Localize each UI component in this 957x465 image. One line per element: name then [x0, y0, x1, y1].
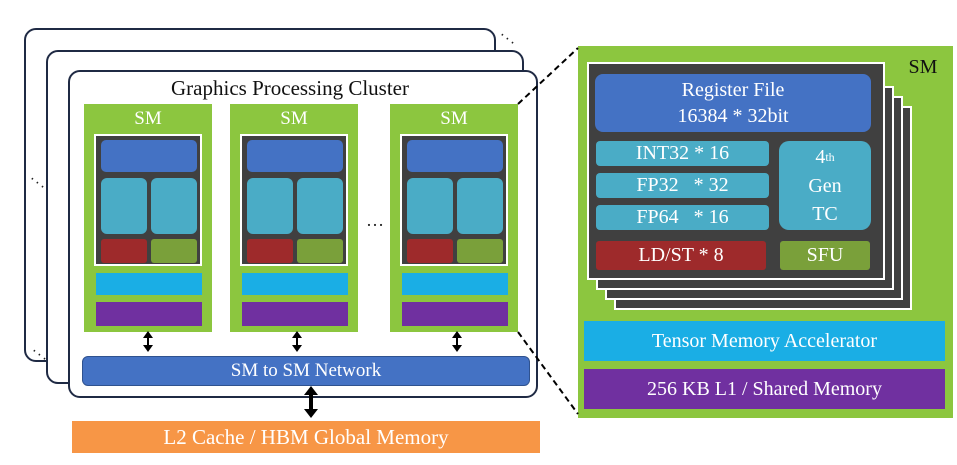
register-file-size: 16384 * 32bit — [677, 104, 789, 127]
sm-column-2-register-block — [247, 140, 343, 172]
sm-column-3-ldst-block — [407, 239, 453, 263]
sm-column-2-l1-bar — [242, 302, 348, 326]
sm-column-1-unit-left — [101, 178, 147, 234]
sm-column-1-register-block — [101, 140, 197, 172]
stack-ellipsis-top: ··· — [495, 27, 521, 53]
l2-cache-bar: L2 Cache / HBM Global Memory — [72, 421, 540, 453]
tensor-memory-accelerator: Tensor Memory Accelerator — [584, 321, 945, 361]
sm-column-2-label: SM — [280, 108, 308, 129]
fp32-unit-label: FP32 * 32 — [636, 174, 729, 196]
gpc-title: Graphics Processing Cluster — [171, 75, 409, 100]
sm-column-3-sfu-block — [457, 239, 503, 263]
sm-column-3-unit-left — [407, 178, 453, 234]
tensor-core-gen-digit: 4 — [815, 145, 826, 168]
sm-column-1-l1-bar — [96, 302, 202, 326]
sm-column-2-ldst-block — [247, 239, 293, 263]
sfu-unit: SFU — [780, 241, 870, 270]
sm-column-2-unit-right — [297, 178, 343, 234]
tensor-core-gen-suffix: th — [825, 149, 835, 164]
sm-column-1-label: SM — [134, 108, 162, 129]
sm-column-1-ldst-block — [101, 239, 147, 263]
sm-column-3-label: SM — [440, 108, 468, 129]
sm-column-3-unit-right — [457, 178, 503, 234]
sm-ellipsis: … — [366, 209, 384, 230]
sm-to-sm-network: SM to SM Network — [82, 356, 530, 386]
sm-column-1-unit-right — [151, 178, 197, 234]
register-file-block — [595, 74, 871, 132]
tensor-core-gen-label: Gen — [808, 174, 842, 197]
tensor-core-tc-label: TC — [812, 202, 838, 225]
fp32-unit: FP32 * 32 — [596, 173, 769, 198]
sm-detail-title: SM — [908, 55, 938, 78]
sm-column-3-l1-bar — [402, 302, 508, 326]
sm-column-1-tma-bar — [96, 273, 202, 295]
ldst-unit: LD/ST * 8 — [596, 241, 766, 270]
fp64-unit-label: FP64 * 16 — [636, 206, 729, 228]
sm-column-2-sfu-block — [297, 239, 343, 263]
fp64-unit: FP64 * 16 — [596, 205, 769, 230]
register-file-label: Register File — [681, 78, 785, 101]
int32-unit: INT32 * 16 — [596, 141, 769, 166]
sm-column-3-register-block — [407, 140, 503, 172]
sm-column-3-tma-bar — [402, 273, 508, 295]
sm-column-2-unit-left — [247, 178, 293, 234]
l1-shared-memory: 256 KB L1 / Shared Memory — [584, 369, 945, 409]
sm-column-2-tma-bar — [242, 273, 348, 295]
sm-column-1-sfu-block — [151, 239, 197, 263]
tensor-core-block — [779, 141, 871, 230]
